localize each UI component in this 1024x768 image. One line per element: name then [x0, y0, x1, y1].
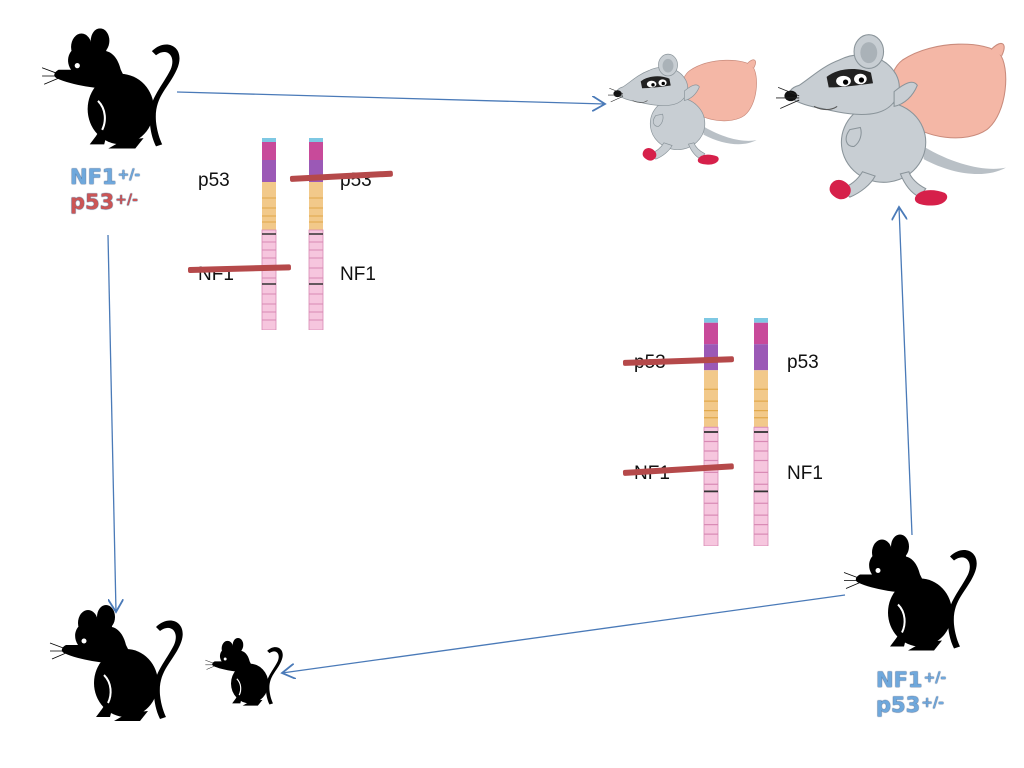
p53-sup: +/- [115, 192, 138, 208]
thief-mouse-large-icon [776, 28, 1008, 208]
offspring-mouse-large-icon [48, 605, 188, 725]
second-parent-mouse-icon [842, 532, 982, 657]
p53-label-1a: p53 [198, 170, 230, 191]
p53-sup: +/- [921, 695, 944, 711]
arrow-right [899, 207, 913, 536]
bottom-right-genotype: NF1+/- p53+/- [876, 668, 946, 718]
offspring-mouse-small-icon [204, 638, 286, 708]
p53-label-2b: p53 [787, 352, 819, 373]
arrow-bottom [282, 594, 846, 673]
chromosome-2a [703, 318, 719, 546]
thief-mouse-small-icon [608, 50, 758, 166]
nf1-label: NF1 [876, 668, 923, 692]
chromosome-1a [261, 138, 277, 330]
nf1-sup: +/- [923, 670, 947, 686]
arrow-top [176, 91, 605, 104]
p53-label: p53 [70, 190, 115, 214]
nf1-label-1b: NF1 [340, 264, 376, 285]
top-left-genotype: NF1+/- p53+/- [70, 165, 140, 215]
nf1-sup: +/- [117, 167, 141, 183]
arrow-left [107, 234, 116, 612]
p53-label: p53 [876, 693, 921, 717]
parent-mouse-icon [40, 28, 185, 153]
chromosome-1b [308, 138, 324, 330]
chromosome-2b [753, 318, 769, 546]
nf1-label-2b: NF1 [787, 463, 823, 484]
nf1-label: NF1 [70, 165, 117, 189]
